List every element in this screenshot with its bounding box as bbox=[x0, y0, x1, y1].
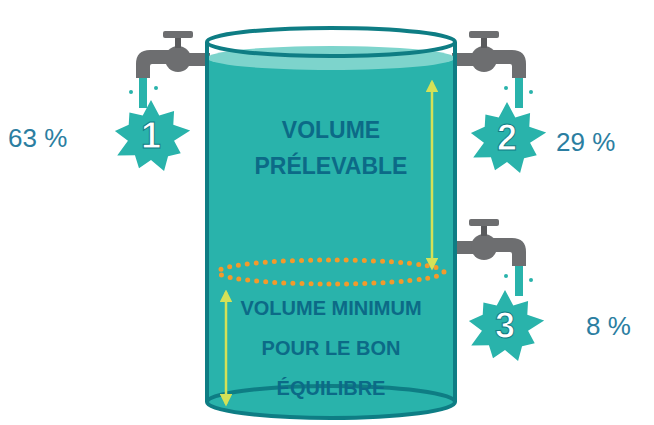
water-stream bbox=[139, 78, 147, 108]
callout-number: 3 bbox=[466, 304, 544, 348]
water-tank: VOLUME PRÉLEVABLE VOLUME MINIMUM POUR LE … bbox=[205, 26, 457, 420]
percentage-label: 29 % bbox=[556, 127, 615, 158]
droplet bbox=[129, 90, 133, 94]
faucet-stem bbox=[175, 38, 181, 48]
faucet bbox=[129, 31, 210, 108]
threshold-line bbox=[218, 260, 444, 284]
dimension-arrow bbox=[225, 292, 228, 404]
faucet-handle bbox=[163, 31, 193, 38]
tank-outline bbox=[205, 26, 457, 420]
volume-label: VOLUME PRÉLEVABLE bbox=[241, 112, 421, 184]
splash-badge: 1 bbox=[112, 100, 190, 174]
dimension-arrow bbox=[431, 82, 434, 268]
faucet bbox=[452, 219, 533, 296]
volume-label: VOLUME MINIMUM POUR LE BON ÉQUILIBRE bbox=[229, 288, 433, 408]
callout-number: 1 bbox=[112, 114, 190, 158]
splash-badge: 3 bbox=[466, 290, 544, 364]
faucet-spout bbox=[136, 50, 178, 78]
faucet bbox=[452, 31, 533, 108]
tank-rim bbox=[207, 28, 455, 56]
tank-wall bbox=[453, 42, 457, 402]
percentage-label: 8 % bbox=[586, 311, 631, 342]
tank-wall bbox=[205, 42, 209, 402]
callout-number: 2 bbox=[468, 116, 546, 160]
splash-badge: 2 bbox=[468, 102, 546, 176]
percentage-label: 63 % bbox=[8, 123, 67, 154]
water-body bbox=[207, 58, 455, 418]
droplet bbox=[154, 86, 158, 90]
